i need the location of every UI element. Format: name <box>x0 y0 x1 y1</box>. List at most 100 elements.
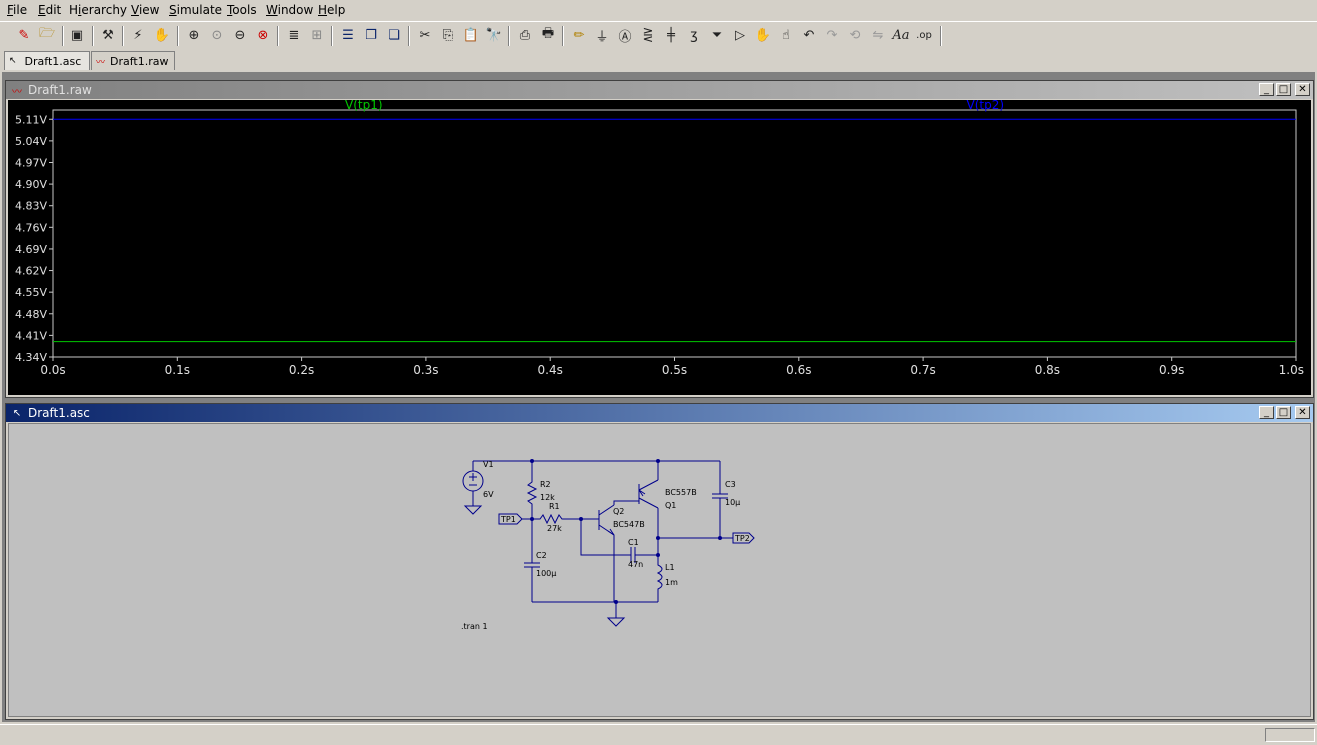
document-tab-bar: ↖ Draft1.asc 〰 Draft1.raw <box>0 50 1317 72</box>
resistor-r1[interactable] <box>532 513 581 525</box>
toolbar-separator <box>408 26 410 46</box>
pan-icon[interactable]: ⊙ <box>211 27 223 43</box>
close-button[interactable]: ✕ <box>1295 83 1310 96</box>
ground-icon[interactable]: ⏚ <box>595 29 609 45</box>
redo-icon[interactable]: ↷ <box>826 27 838 43</box>
q1-model: BC557B <box>665 488 697 497</box>
tile-vertical-icon[interactable]: ❏ <box>388 27 400 43</box>
schematic-canvas[interactable]: V1 6V R2 12k R1 27k Q2 BC547B BC557B Q1 … <box>8 423 1311 717</box>
autorange-icon[interactable]: ≣ <box>288 27 300 43</box>
resistor-icon[interactable]: ⋛ <box>642 27 654 43</box>
legend-entry[interactable]: V(tp2) <box>966 98 1004 112</box>
copy-icon[interactable]: ⎘ <box>442 27 454 43</box>
zoom-fit-icon[interactable]: ⊗ <box>257 27 269 43</box>
legend-entry[interactable]: V(tp1) <box>345 98 383 112</box>
waveform-icon: 〰 <box>96 57 106 68</box>
wire[interactable] <box>613 500 639 505</box>
y-axis: 5.11V5.04V4.97V4.90V4.83V4.76V4.69V4.62V… <box>15 113 53 364</box>
control-panel-icon[interactable]: ⚒ <box>102 27 114 43</box>
c1-value: 47n <box>628 560 643 569</box>
minimize-button[interactable]: _ <box>1259 406 1274 419</box>
waveform-plot[interactable]: 5.11V5.04V4.97V4.90V4.83V4.76V4.69V4.62V… <box>8 98 1311 395</box>
menu-edit[interactable]: Edit <box>38 3 62 17</box>
maximize-button[interactable]: □ <box>1276 406 1291 419</box>
capacitor-icon[interactable]: ╪ <box>667 27 675 43</box>
tab-draft1-raw[interactable]: 〰 Draft1.raw <box>91 51 175 70</box>
save-icon[interactable]: ▣ <box>70 27 84 43</box>
text-icon[interactable]: Aa <box>892 27 910 43</box>
tab-draft1-asc[interactable]: ↖ Draft1.asc <box>4 51 90 70</box>
label-net-icon[interactable]: Ⓐ <box>618 29 632 45</box>
move-icon[interactable]: ✋ <box>754 27 772 43</box>
r1-value: 27k <box>547 524 562 533</box>
capacitor-c3[interactable] <box>712 461 728 538</box>
diode-icon[interactable]: ⏷ <box>711 27 723 43</box>
inductor-icon[interactable]: ʒ <box>690 27 698 43</box>
ground-wire[interactable] <box>606 602 626 627</box>
v1-value: 6V <box>483 490 494 499</box>
paste-icon[interactable]: 📋 <box>462 27 480 43</box>
cascade-icon[interactable]: ❐ <box>365 27 377 43</box>
capacitor-c2[interactable] <box>524 543 540 602</box>
print-icon[interactable]: 🖶 <box>541 26 555 41</box>
transistor-q1[interactable] <box>638 479 659 509</box>
x-tick-label: 0.9s <box>1159 363 1184 377</box>
r1-label: R1 <box>549 502 560 511</box>
x-tick-label: 1.0s <box>1279 363 1304 377</box>
zoom-in-icon[interactable]: ⊕ <box>188 27 200 43</box>
schematic-window: ↖ Draft1.asc _ □ ✕ <box>5 403 1314 720</box>
c2-value: 100µ <box>536 569 556 578</box>
drag-icon[interactable]: ☝ <box>782 27 790 43</box>
menu-view[interactable]: View <box>131 3 160 17</box>
inductor-l1[interactable] <box>656 555 663 602</box>
menu-tools[interactable]: Tools <box>227 3 257 17</box>
cut-icon[interactable]: ✂ <box>419 27 431 43</box>
spice-directive[interactable]: .tran 1 <box>461 622 488 631</box>
schematic-titlebar[interactable]: ↖ Draft1.asc _ □ ✕ <box>6 404 1313 422</box>
undo-icon[interactable]: ↶ <box>803 27 815 43</box>
close-button[interactable]: ✕ <box>1295 406 1310 419</box>
new-schematic-icon[interactable]: ✎ <box>18 27 30 43</box>
net-label-tp2[interactable] <box>732 532 755 544</box>
draw-wire-icon[interactable]: ✏ <box>573 27 585 43</box>
x-tick-label: 0.5s <box>662 363 687 377</box>
menu-window[interactable]: Window <box>266 3 314 17</box>
x-tick-label: 0.6s <box>786 363 811 377</box>
c2-label: C2 <box>536 551 547 560</box>
resistor-r2[interactable] <box>526 461 538 543</box>
menu-hierarchy[interactable]: Hierarchy <box>69 3 128 17</box>
zoom-out-icon[interactable]: ⊖ <box>234 27 246 43</box>
tile-horizontal-icon[interactable]: ☰ <box>342 27 354 43</box>
net-label-tp1[interactable] <box>498 513 523 525</box>
x-tick-label: 0.8s <box>1035 363 1060 377</box>
halt-icon[interactable]: ✋ <box>153 27 171 43</box>
waveform-titlebar[interactable]: 〰 Draft1.raw _ □ ✕ <box>6 81 1313 99</box>
spice-directive-icon[interactable]: .op <box>916 29 932 41</box>
component-icon[interactable]: ▷ <box>735 27 745 43</box>
minimize-button[interactable]: _ <box>1259 83 1274 96</box>
menu-help[interactable]: Help <box>318 3 346 17</box>
print-preview-icon[interactable]: ⎙ <box>519 27 531 43</box>
y-tick-label: 5.04V <box>15 135 47 148</box>
menu-file[interactable]: File <box>7 3 28 17</box>
schematic-drawing[interactable]: V1 6V R2 12k R1 27k Q2 BC547B BC557B Q1 … <box>9 424 1312 718</box>
legend[interactable]: V(tp1) V(tp2) <box>345 98 1004 112</box>
toolbar-separator <box>940 26 942 46</box>
menu-simulate[interactable]: Simulate <box>169 3 223 17</box>
pick-visible-traces-icon[interactable]: ⊞ <box>311 27 323 43</box>
open-folder-icon[interactable]: 🗁 <box>38 26 56 41</box>
transistor-q2[interactable] <box>581 504 615 602</box>
rotate-icon[interactable]: ⟲ <box>849 27 861 43</box>
y-tick-label: 4.41V <box>15 329 47 342</box>
maximize-button[interactable]: □ <box>1276 83 1291 96</box>
run-icon[interactable]: ⚡ <box>133 27 143 43</box>
capacitor-c1[interactable] <box>580 519 658 563</box>
c1-label: C1 <box>628 538 639 547</box>
voltage-source-polarity-icon <box>469 473 477 486</box>
toolbar-separator <box>122 26 124 46</box>
find-icon[interactable]: 🔭 <box>485 27 503 43</box>
mirror-icon[interactable]: ⇋ <box>872 27 884 43</box>
